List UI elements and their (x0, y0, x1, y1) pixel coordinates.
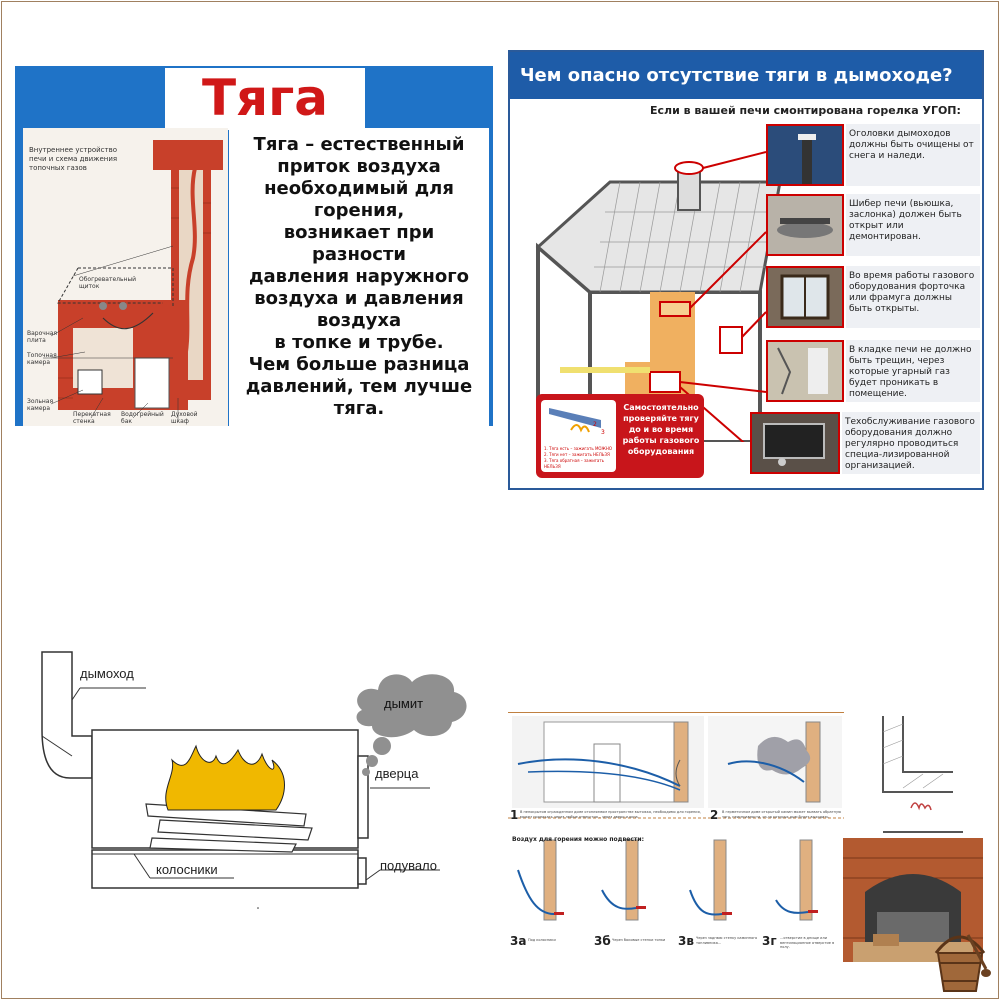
chimney-photo (766, 124, 844, 186)
tyaga-definition: Тяга – естественный приток воздуха необх… (229, 128, 489, 426)
svg-text:2: 2 (593, 421, 597, 428)
label-ash-door: подувало (380, 858, 438, 873)
info-text: Оголовки дымоходов должны быть очищены о… (846, 124, 980, 186)
draft-check-illustration: 2 3 1. Тяга есть – зажигать МОЖНО 2. Тяг… (541, 400, 616, 472)
svg-text:3: 3 (601, 429, 605, 436)
diagram-label: Варочная плита (27, 330, 58, 344)
furnace-cross-section (43, 140, 223, 420)
info-item: Шибер печи (вьюшка, заслонка) должен быт… (766, 194, 980, 256)
diagram-label: Перекатная стенка (73, 411, 111, 425)
step-number: 3б (594, 934, 611, 948)
tyaga-title: Тяга (165, 68, 365, 130)
step-number: 3в (678, 934, 694, 948)
step-caption: В непокрытом огражденном доме отопляемом… (520, 810, 701, 819)
label-chimney: дымоход (80, 666, 134, 681)
diagram-label: Обогревательный щиток (79, 276, 137, 290)
diagram-label: Зольная камера (27, 398, 54, 412)
air-subheading: Воздух для горения можно подвести: (512, 836, 644, 843)
furnace-diagram: Внутреннее устройство печи и схема движе… (23, 128, 228, 426)
tyaga-slide: Тяга (15, 66, 493, 426)
fireplace-panel (843, 712, 983, 962)
label-grates: колосники (156, 862, 218, 877)
draft-step: 2. Тяги нет – зажигать НЕЛЬЗЯ (544, 452, 610, 457)
draft-step: 1. Тяга есть – зажигать МОЖНО (544, 446, 613, 451)
label-door: дверца (375, 766, 419, 781)
window-photo (766, 266, 844, 328)
step-caption: Через боковые стенки топки (612, 938, 666, 942)
step-number: 1 (510, 808, 519, 822)
info-item: В кладке печи не должно быть трещин, чер… (766, 340, 980, 402)
combustion-air-diagram: 1 В непокрытом огражденном доме отопляем… (508, 700, 844, 964)
step-caption: Через заднюю стенку каминного топливника… (696, 936, 758, 945)
draft-step: 3. Тяга обратная – зажигать НЕЛЬЗЯ (544, 458, 605, 469)
step-number: 3а (510, 934, 527, 948)
diagram-label: Топочная камера (27, 352, 57, 366)
fireplace-section (882, 716, 963, 833)
label-smoking: дымит (384, 696, 424, 711)
draft-check-text: Самостоятельно проверяйте тягу до и во в… (622, 403, 700, 456)
stove-drawing (41, 651, 467, 909)
draft-check-steps: 1. Тяга есть – зажигать МОЖНО 2. Тяги не… (544, 446, 616, 470)
step-number: 3г (762, 934, 777, 948)
stove-diagram: дымоход дымит дверца колосники подувало (0, 560, 500, 960)
gas-equipment-photo (750, 412, 840, 474)
diagram-heading: Внутреннее устройство печи и схема движе… (29, 146, 118, 172)
info-item: Во время работы газового оборудования фо… (766, 266, 980, 328)
damper-photo (766, 194, 844, 256)
step-caption: ...отверстие в днище или вентиляционное … (780, 936, 835, 949)
info-text: Шибер печи (вьюшка, заслонка) должен быт… (846, 194, 980, 256)
poster-subtitle: Если в вашей печи смонтирована горелка У… (650, 104, 961, 117)
step-number: 2 (710, 808, 719, 822)
info-text: В кладке печи не должно быть трещин, чер… (846, 340, 980, 402)
poster-header: Чем опасно отсутствие тяги в дымоходе? (510, 52, 982, 99)
step-caption: Под колосники (528, 938, 556, 942)
airflow-drawings (508, 712, 844, 921)
info-item: Техобслуживание газового оборудования до… (750, 412, 980, 474)
sauna-bucket-logo (928, 925, 992, 995)
chimney-danger-poster: Чем опасно отсутствие тяги в дымоходе? Е… (508, 50, 984, 490)
step-caption: В герметичном доме открытый камин может … (722, 810, 841, 819)
draft-check-box: 2 3 1. Тяга есть – зажигать МОЖНО 2. Тяг… (536, 394, 704, 478)
info-text: Техобслуживание газового оборудования до… (842, 412, 980, 474)
fireplace-photo (843, 838, 983, 962)
info-text: Во время работы газового оборудования фо… (846, 266, 980, 328)
info-item: Оголовки дымоходов должны быть очищены о… (766, 124, 980, 186)
diagram-label: Духовой шкаф (171, 411, 198, 425)
diagram-label: Водогрейный бак (121, 411, 164, 425)
crack-photo (766, 340, 844, 402)
